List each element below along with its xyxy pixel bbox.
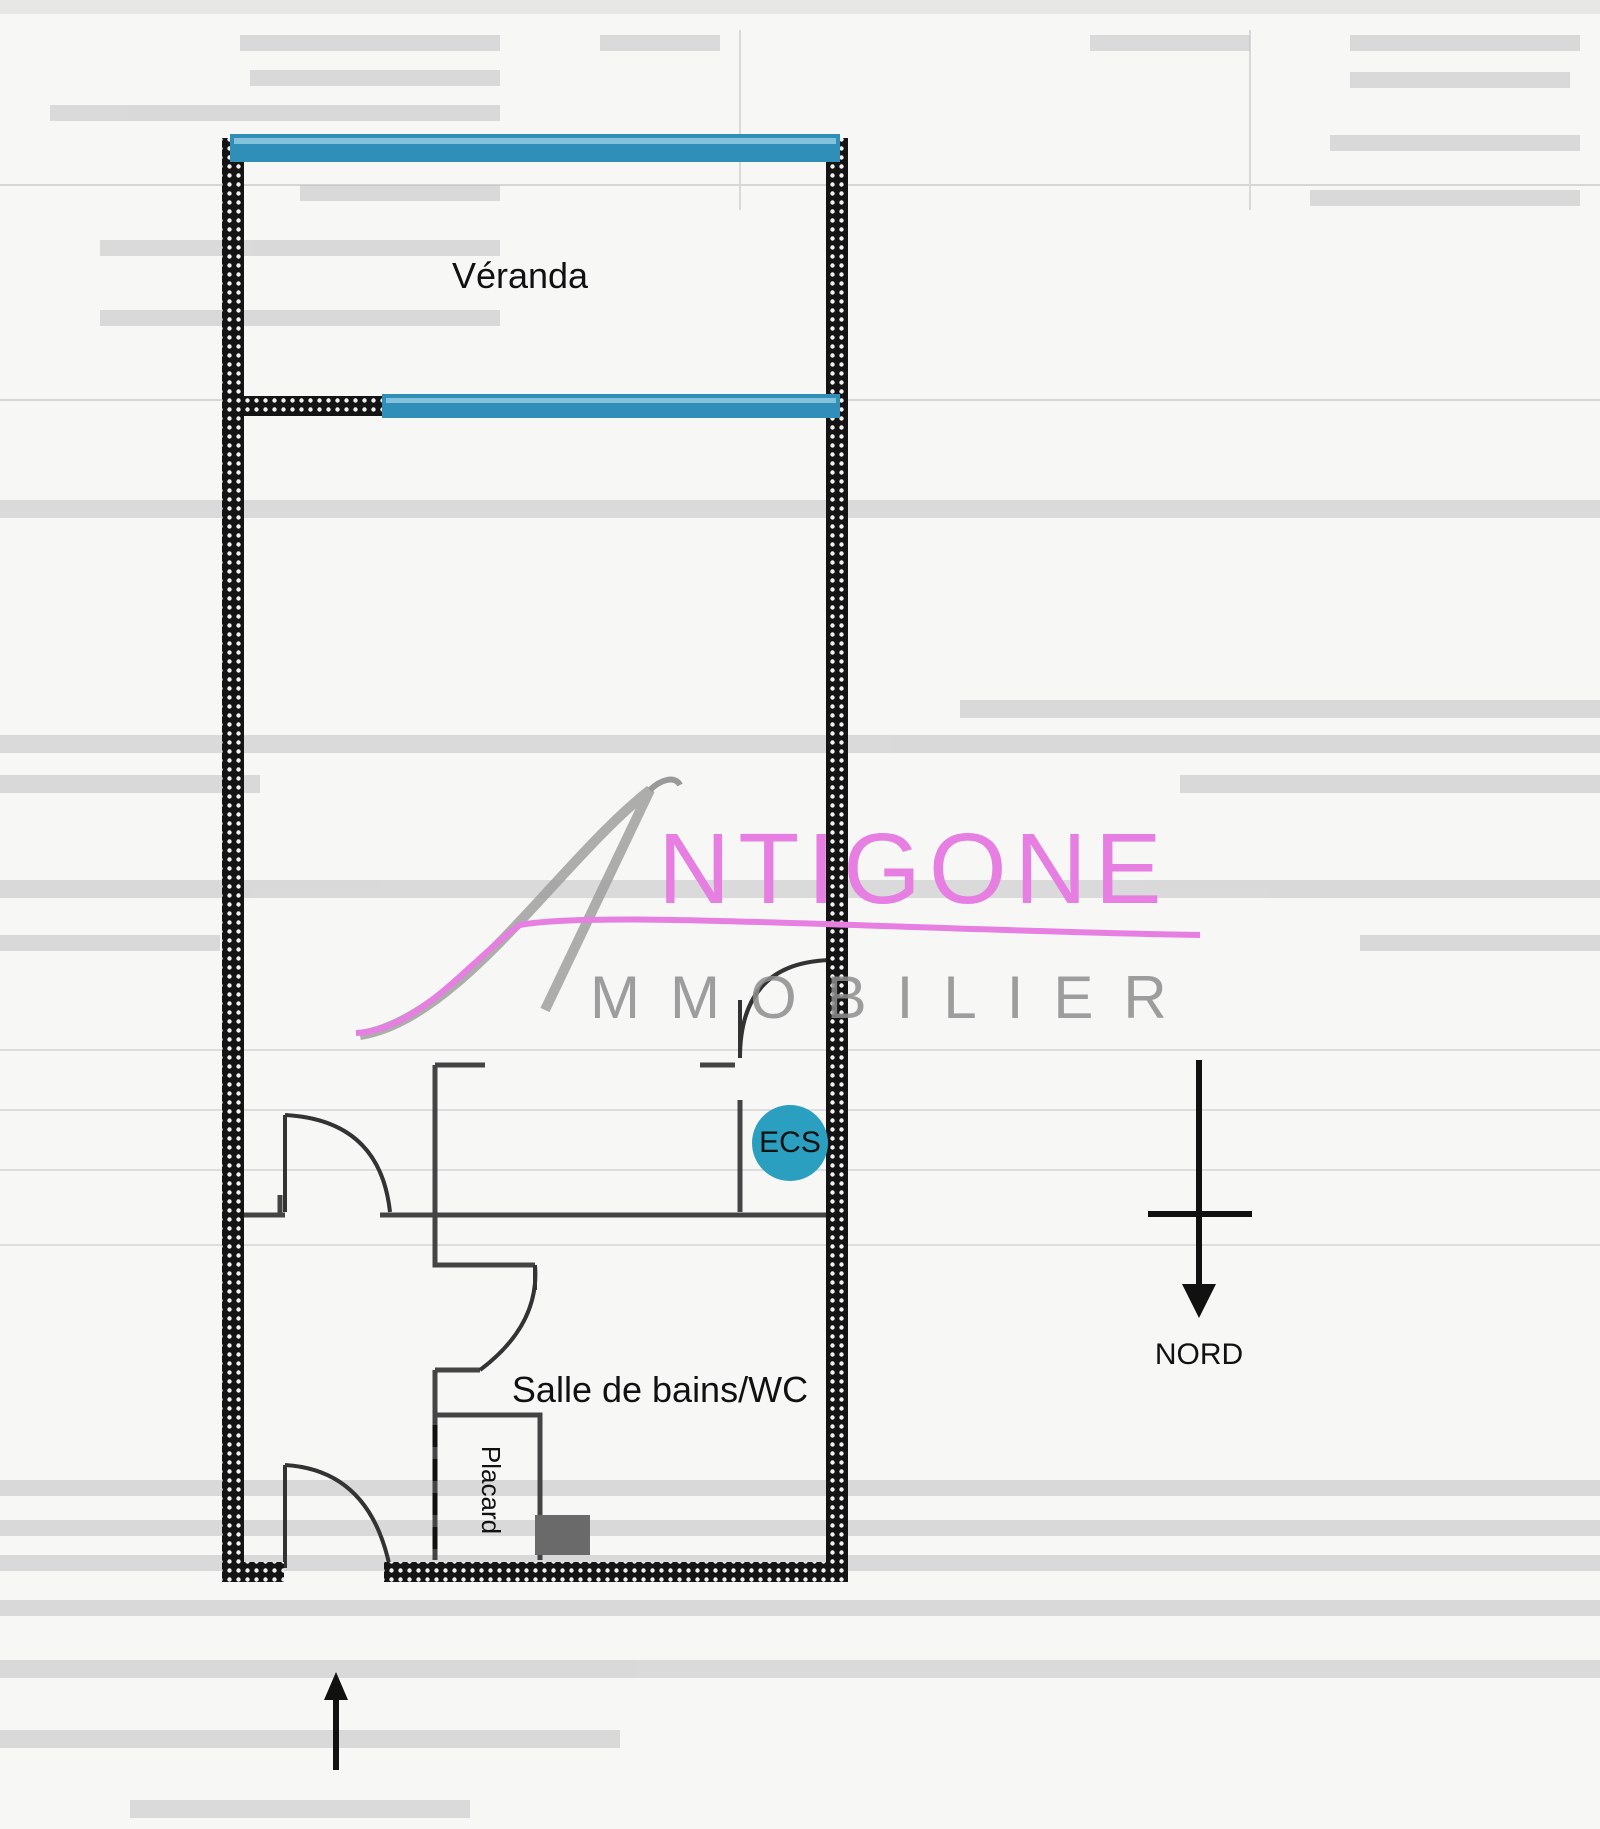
north-label: NORD [1155, 1338, 1243, 1371]
door-swings [283, 958, 836, 1569]
room-label-bathroom: Salle de bains/WC [512, 1369, 808, 1410]
water-heater-icon [752, 1105, 828, 1181]
exterior-walls [222, 138, 848, 1582]
logo-line-2: MMOBILIER [590, 964, 1197, 1031]
bedroom-door-swing [284, 1113, 392, 1213]
water-heater-label: ECS [759, 1126, 821, 1159]
logo-line-1: NTIGONE [658, 813, 1170, 925]
room-label-veranda: Véranda [452, 255, 589, 296]
veranda-inner-window [382, 394, 840, 418]
entrance-arrow [324, 1672, 348, 1770]
windows [230, 134, 840, 418]
toilet-icon [535, 1515, 590, 1555]
bathroom-door-swing [478, 1264, 538, 1372]
entry-door-swing [284, 1463, 392, 1569]
antigone-logo-watermark: NTIGONE MMOBILIER [355, 776, 1201, 1040]
room-label-closet: Placard [476, 1446, 506, 1534]
north-arrow [1148, 1060, 1252, 1318]
